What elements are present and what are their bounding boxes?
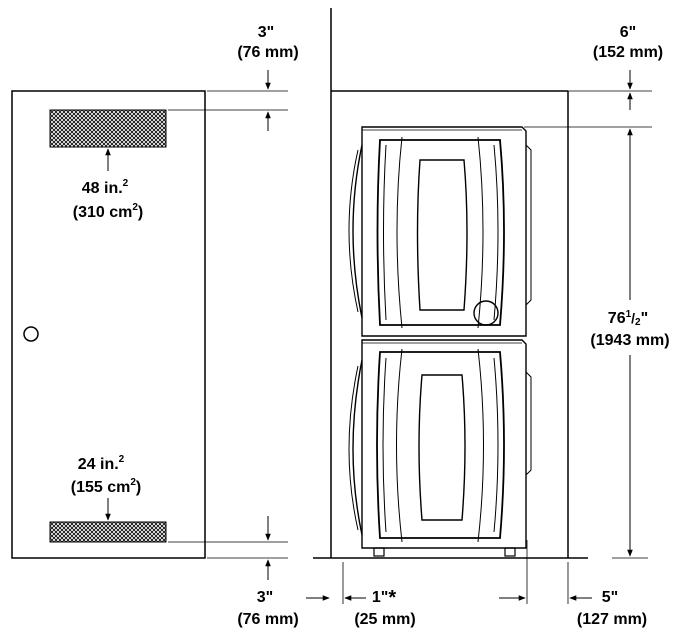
- stacked-washer-dryer-icon: [348, 126, 532, 557]
- height-label-bg: [575, 303, 690, 351]
- door-top-clearance-mm: (76 mm): [237, 44, 298, 61]
- right-clearance-mm: (127 mm): [577, 611, 647, 628]
- door-knob-icon: [23, 326, 39, 342]
- top-vent-area-label: 48 in.2: [82, 178, 129, 197]
- bottom-vent-area-metric: (155 cm2): [71, 477, 141, 496]
- bottom-vent-opening: [49, 521, 167, 543]
- right-clearance-in: 5": [602, 589, 618, 606]
- closet-section: 6" (152 mm) 761/2" (1943 mm) 1"* (25 mm)…: [306, 8, 690, 628]
- door-bottom-clearance-in: 3": [257, 589, 273, 606]
- closet-height-mm: (1943 mm): [590, 332, 669, 349]
- bottom-vent-area-label: 24 in.2: [78, 454, 125, 473]
- top-vent-opening: [49, 109, 167, 148]
- closet-top-clearance-mm: (152 mm): [593, 44, 663, 61]
- closet-height-in: 761/2": [608, 309, 648, 328]
- door-bottom-clearance-mm: (76 mm): [237, 611, 298, 628]
- door-top-clearance-in: 3": [258, 24, 274, 41]
- door-outline: [11, 90, 206, 559]
- closet-top-clearance-in: 6": [620, 24, 636, 41]
- closet-door: 48 in.2 (310 cm2) 24 in.2 (155 cm2) 3" (…: [11, 24, 299, 628]
- top-vent-area-metric: (310 cm2): [73, 202, 143, 221]
- side-clearance-mm: (25 mm): [354, 611, 415, 628]
- side-clearance-in: 1"*: [372, 587, 396, 609]
